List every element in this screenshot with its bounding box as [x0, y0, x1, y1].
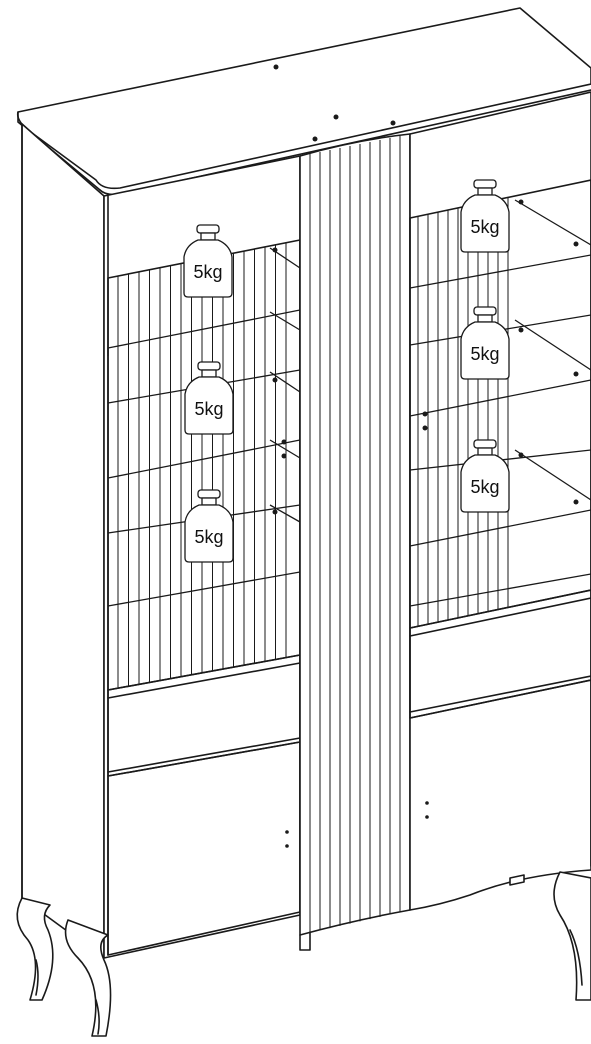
weights-layer: 5kg 5kg 5kg 5kg 5kg 5kg [183, 179, 510, 563]
legs [16, 871, 591, 1037]
weight-icon-right-middle: 5kg [460, 306, 510, 380]
weight-icon-right-top: 5kg [460, 179, 510, 253]
center-fluted-column [299, 133, 411, 951]
weight-icon-left-middle: 5kg [184, 361, 234, 435]
right-drawer [409, 589, 591, 719]
weight-label: 5kg [470, 344, 499, 364]
left-side-panel [21, 123, 105, 959]
weight-label: 5kg [194, 527, 223, 547]
weight-label: 5kg [193, 262, 222, 282]
weight-icon-right-bottom: 5kg [460, 439, 510, 513]
weight-icon-left-bottom: 5kg [184, 489, 234, 563]
left-glass-door [107, 239, 301, 691]
weight-icon-left-top: 5kg [183, 224, 233, 298]
right-lower-door [409, 679, 591, 867]
weight-label: 5kg [470, 217, 499, 237]
weight-label: 5kg [470, 477, 499, 497]
weight-label: 5kg [194, 399, 223, 419]
right-glass-door [409, 179, 591, 629]
